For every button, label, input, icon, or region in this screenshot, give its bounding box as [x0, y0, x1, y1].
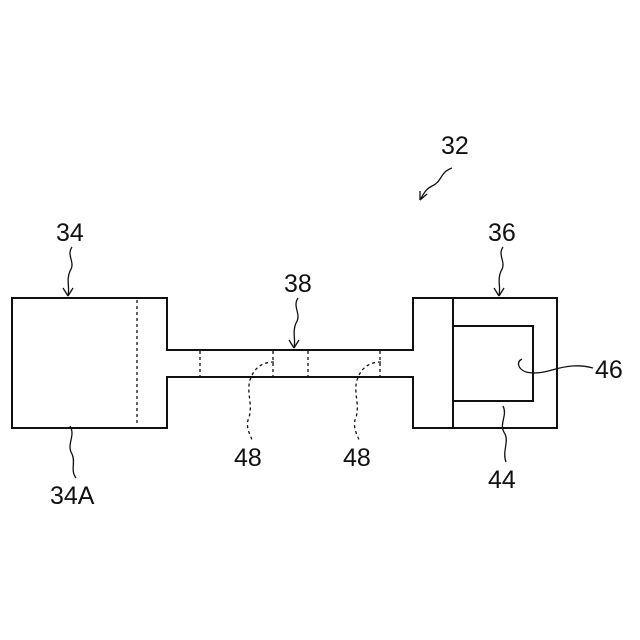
label-34: 34	[56, 219, 84, 247]
leader-32-arrowhead	[420, 191, 427, 200]
leader-34	[68, 247, 72, 296]
label-36: 36	[488, 219, 516, 247]
label-46: 46	[595, 356, 623, 384]
label-34a: 34A	[50, 482, 95, 510]
leader-36	[499, 247, 503, 296]
label-48-left: 48	[234, 444, 262, 472]
label-44: 44	[488, 466, 516, 494]
right-block-recess	[453, 326, 533, 401]
label-48-right: 48	[343, 444, 371, 472]
leader-34a	[70, 426, 76, 478]
leader-38	[294, 298, 298, 348]
label-38: 38	[284, 270, 312, 298]
label-32: 32	[441, 132, 469, 160]
